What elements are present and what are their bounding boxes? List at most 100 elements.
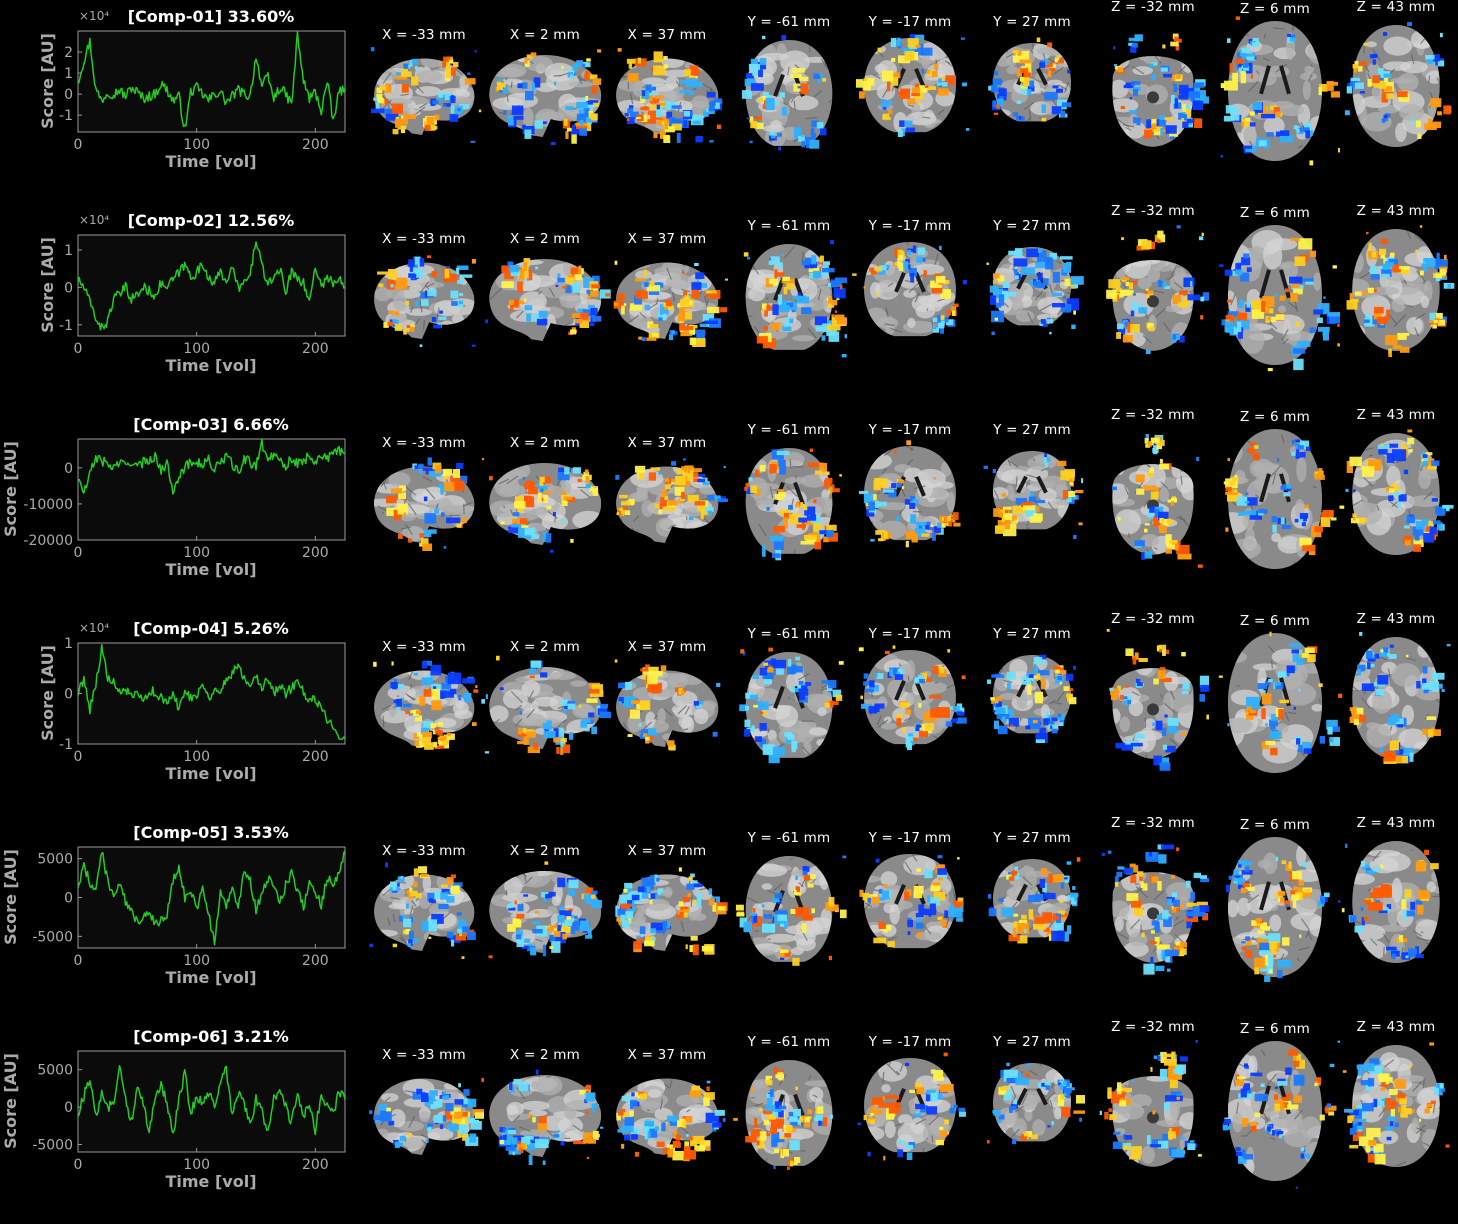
brain-slice-axhigh bbox=[1335, 425, 1457, 563]
axis-exponent: ×10⁴ bbox=[79, 9, 109, 23]
y-tick-label: 1 bbox=[64, 636, 73, 652]
slice-label: Y = -61 mm bbox=[748, 218, 831, 234]
brain-slice-sag bbox=[364, 1063, 484, 1163]
x-tick-label: 100 bbox=[183, 545, 210, 561]
brain-slice-sag bbox=[606, 655, 728, 755]
x-tick-label: 0 bbox=[74, 341, 83, 357]
slice-label: Z = 43 mm bbox=[1357, 407, 1436, 423]
slice-label: Y = -17 mm bbox=[869, 1034, 952, 1050]
slice-label: Z = -32 mm bbox=[1111, 815, 1195, 831]
slice-label: Z = 43 mm bbox=[1357, 815, 1436, 831]
brain-slice-axhigh bbox=[1335, 629, 1457, 767]
brain-slice-cor bbox=[849, 642, 971, 754]
slice-label: Y = -17 mm bbox=[869, 218, 952, 234]
brain-slice-cor bbox=[731, 644, 847, 768]
brain-slice-cor bbox=[979, 851, 1085, 947]
x-tick-label: 100 bbox=[183, 1157, 210, 1173]
brain-slice-sag bbox=[479, 651, 611, 757]
slice-label: Y = -17 mm bbox=[869, 830, 952, 846]
brain-slice-cor bbox=[731, 848, 847, 972]
slice-label: Z = -32 mm bbox=[1111, 407, 1195, 423]
y-tick-label: -10000 bbox=[23, 497, 73, 513]
brain-slice-axhigh bbox=[1335, 1037, 1457, 1175]
brain-slice-cor bbox=[979, 647, 1085, 743]
plot-title: [Comp-05] 3.53% bbox=[133, 823, 288, 842]
slice-label: X = -33 mm bbox=[382, 27, 466, 43]
slice-label: Y = -61 mm bbox=[748, 14, 831, 30]
slice-label: Y = 27 mm bbox=[993, 14, 1071, 30]
slice-label: X = -33 mm bbox=[382, 843, 466, 859]
brain-slice-axlow bbox=[1097, 1034, 1209, 1180]
brain-slice-sag bbox=[606, 247, 728, 347]
slice-label: Z = -32 mm bbox=[1111, 203, 1195, 219]
y-axis-label: Score [AU] bbox=[38, 33, 57, 129]
slice-label: X = 37 mm bbox=[628, 639, 707, 655]
brain-slice-sag bbox=[479, 243, 611, 349]
brain-slice-sag bbox=[364, 451, 484, 551]
slice-label: X = 37 mm bbox=[628, 27, 707, 43]
brain-slice-axhigh bbox=[1335, 833, 1457, 971]
slice-label: X = -33 mm bbox=[382, 435, 466, 451]
slice-label: Y = -17 mm bbox=[869, 422, 952, 438]
x-tick-label: 0 bbox=[74, 1157, 83, 1173]
x-tick-label: 100 bbox=[183, 749, 210, 765]
x-tick-label: 200 bbox=[302, 341, 329, 357]
brain-slice-axmid bbox=[1210, 217, 1340, 373]
brain-slice-cor bbox=[979, 35, 1085, 131]
plot-title: [Comp-04] 5.26% bbox=[133, 619, 288, 638]
y-tick-label: -1 bbox=[59, 108, 73, 124]
brain-slice-axmid bbox=[1210, 13, 1340, 169]
plot-area bbox=[78, 439, 345, 540]
y-tick-label: 0 bbox=[64, 891, 73, 907]
brain-slice-sag bbox=[606, 859, 728, 959]
brain-slice-axlow bbox=[1097, 626, 1209, 772]
slice-label: Y = -17 mm bbox=[869, 626, 952, 642]
slice-label: X = 37 mm bbox=[628, 231, 707, 247]
x-axis-label: Time [vol] bbox=[165, 560, 256, 579]
brain-slice-sag bbox=[479, 447, 611, 553]
slice-label: Z = -32 mm bbox=[1111, 1019, 1195, 1035]
slice-label: Y = -61 mm bbox=[748, 1034, 831, 1050]
slice-label: X = 37 mm bbox=[628, 843, 707, 859]
y-tick-label: 0 bbox=[64, 687, 73, 703]
brain-slice-axlow bbox=[1097, 218, 1209, 364]
y-tick-label: 5000 bbox=[37, 852, 73, 868]
slice-label: Y = 27 mm bbox=[993, 626, 1071, 642]
x-tick-label: 0 bbox=[74, 953, 83, 969]
brain-slice-axmid bbox=[1210, 625, 1340, 781]
slice-label: X = 37 mm bbox=[628, 435, 707, 451]
y-axis-label: Score [AU] bbox=[1, 1053, 20, 1149]
brain-slice-sag bbox=[606, 43, 728, 143]
plot-title: [Comp-06] 3.21% bbox=[133, 1027, 288, 1046]
y-tick-label: 2 bbox=[64, 45, 73, 61]
slice-label: X = -33 mm bbox=[382, 231, 466, 247]
y-tick-label: 5000 bbox=[37, 1063, 73, 1079]
brain-slice-axlow bbox=[1097, 14, 1209, 160]
y-tick-label: 1 bbox=[64, 243, 73, 259]
slice-label: Z = -32 mm bbox=[1111, 611, 1195, 627]
x-axis-label: Time [vol] bbox=[165, 764, 256, 783]
brain-slice-sag bbox=[364, 859, 484, 959]
brain-slice-sag bbox=[364, 43, 484, 143]
brain-slice-axlow bbox=[1097, 422, 1209, 568]
plot-area bbox=[78, 1051, 345, 1152]
y-tick-label: 1 bbox=[64, 66, 73, 82]
brain-slice-cor bbox=[849, 234, 971, 346]
y-tick-label: 0 bbox=[64, 87, 73, 103]
brain-slice-cor bbox=[979, 443, 1085, 539]
x-tick-label: 100 bbox=[183, 341, 210, 357]
slice-label: Z = -32 mm bbox=[1111, 0, 1195, 15]
brain-slice-cor bbox=[849, 30, 971, 142]
axis-exponent: ×10⁴ bbox=[79, 621, 109, 635]
brain-slice-cor bbox=[731, 1052, 847, 1176]
x-tick-label: 200 bbox=[302, 953, 329, 969]
brain-slice-axmid bbox=[1210, 1033, 1340, 1189]
y-tick-label: -5000 bbox=[32, 929, 73, 945]
brain-slice-sag bbox=[364, 655, 484, 755]
slice-label: Y = 27 mm bbox=[993, 422, 1071, 438]
